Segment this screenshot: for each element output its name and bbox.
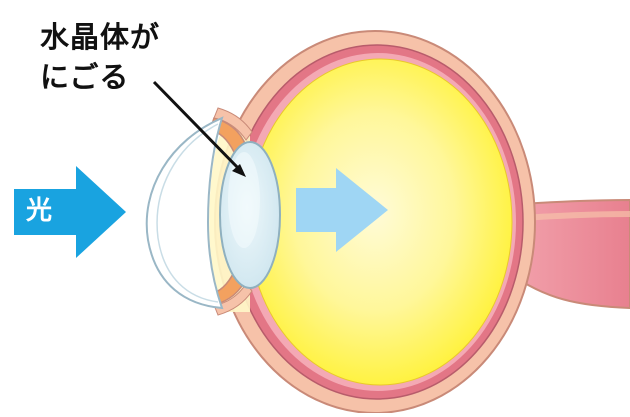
lens-highlight (228, 152, 260, 248)
optic-nerve (504, 198, 630, 310)
cornea-inner-line (156, 123, 219, 303)
callout-label-line1: 水晶体が (40, 20, 161, 54)
vitreous-body (247, 58, 513, 386)
callout-leader-line (152, 80, 242, 172)
callout-label-line2: にごる (40, 60, 130, 94)
light-passing-arrow (296, 168, 388, 252)
light-label: 光 (26, 196, 53, 226)
light-arrow (14, 166, 126, 258)
cornea (145, 116, 224, 310)
callout-leader-arrowhead (232, 164, 246, 177)
